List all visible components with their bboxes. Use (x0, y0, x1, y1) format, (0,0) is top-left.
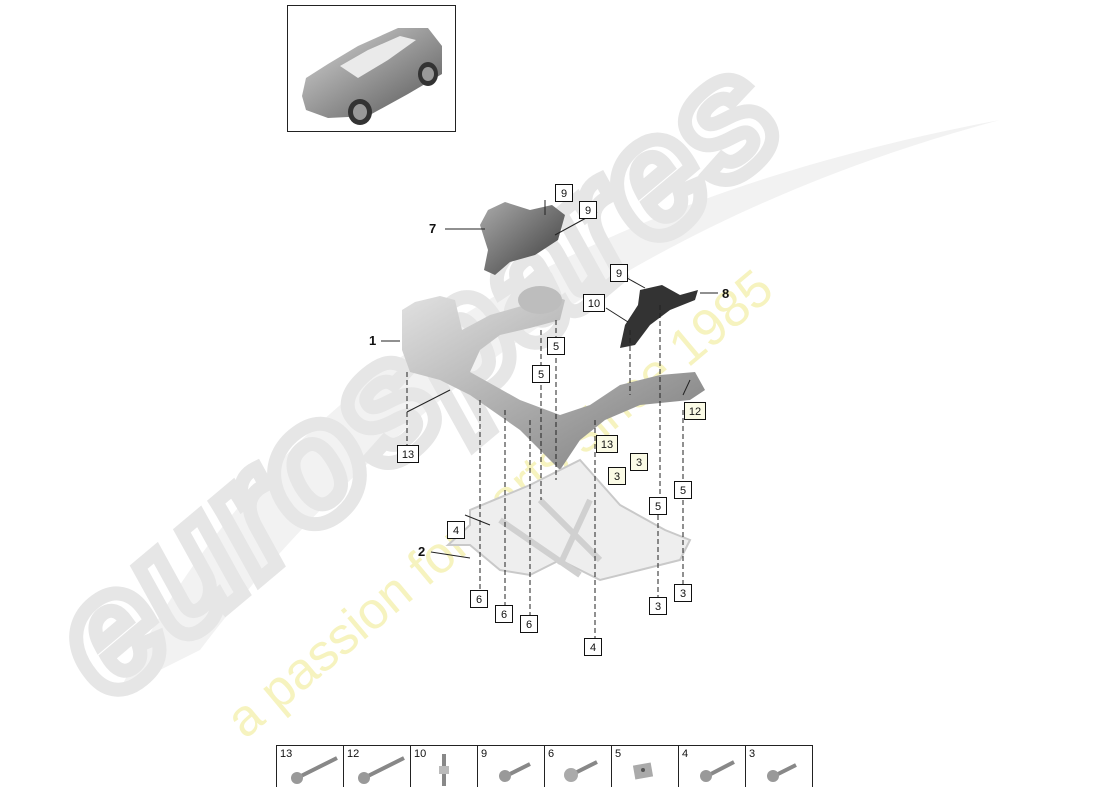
part-label-8: 8 (722, 286, 730, 301)
legend-cell-4[interactable]: 4 (679, 746, 746, 787)
callout-5[interactable]: 5 (674, 481, 692, 499)
legend-number: 13 (280, 748, 293, 760)
callout-4[interactable]: 4 (584, 638, 602, 656)
callout-9[interactable]: 9 (555, 184, 573, 202)
vehicle-icon (302, 28, 442, 125)
legend-cell-10[interactable]: 10 (411, 746, 478, 787)
legend-number: 3 (749, 748, 756, 760)
callout-3[interactable]: 3 (649, 597, 667, 615)
part-8-shield (620, 285, 698, 348)
flange-bolt-long-icon (291, 756, 338, 784)
callout-3[interactable]: 3 (674, 584, 692, 602)
callout-4[interactable]: 4 (447, 521, 465, 539)
square-nut-icon (632, 762, 654, 780)
part-1-front-axle-crossmember (402, 292, 705, 470)
callout-5[interactable]: 5 (532, 365, 550, 383)
part-label-1: 1 (369, 333, 377, 348)
part-2-reinforcement-frame (445, 458, 692, 582)
legend-number: 5 (615, 748, 622, 760)
part-label-2: 2 (418, 544, 426, 559)
flange-bolt-short-icon (767, 763, 797, 782)
callout-6[interactable]: 6 (470, 590, 488, 608)
part-label-7: 7 (429, 221, 437, 236)
callout-12[interactable]: 12 (684, 402, 706, 420)
legend-number: 9 (481, 748, 488, 760)
stud-bolt-icon (439, 754, 449, 786)
callout-9[interactable]: 9 (610, 264, 628, 282)
callout-5[interactable]: 5 (649, 497, 667, 515)
callout-13[interactable]: 13 (397, 445, 419, 463)
callout-6[interactable]: 6 (520, 615, 538, 633)
legend-cell-13[interactable]: 13 (277, 746, 344, 787)
legend-number: 12 (347, 748, 360, 760)
flange-bolt-long-icon (358, 756, 405, 784)
legend-cell-5[interactable]: 5 (612, 746, 679, 787)
round-head-bolt-icon (564, 760, 598, 782)
flange-bolt-short-icon (499, 762, 531, 782)
fastener-legend: 13 12 10 9 6 5 4 3 (276, 745, 813, 787)
legend-cell-6[interactable]: 6 (545, 746, 612, 787)
part-7-heat-shield (480, 202, 565, 275)
legend-cell-3[interactable]: 3 (746, 746, 812, 787)
flange-bolt-icon (700, 760, 735, 782)
callout-10[interactable]: 10 (583, 294, 605, 312)
vehicle-thumbnail[interactable] (287, 5, 456, 132)
callout-9[interactable]: 9 (579, 201, 597, 219)
callout-6[interactable]: 6 (495, 605, 513, 623)
callout-3[interactable]: 3 (630, 453, 648, 471)
callout-3[interactable]: 3 (608, 467, 626, 485)
legend-number: 6 (548, 748, 555, 760)
callout-5[interactable]: 5 (547, 337, 565, 355)
legend-cell-12[interactable]: 12 (344, 746, 411, 787)
legend-cell-9[interactable]: 9 (478, 746, 545, 787)
legend-number: 10 (414, 748, 427, 760)
legend-number: 4 (682, 748, 689, 760)
callout-13[interactable]: 13 (596, 435, 618, 453)
